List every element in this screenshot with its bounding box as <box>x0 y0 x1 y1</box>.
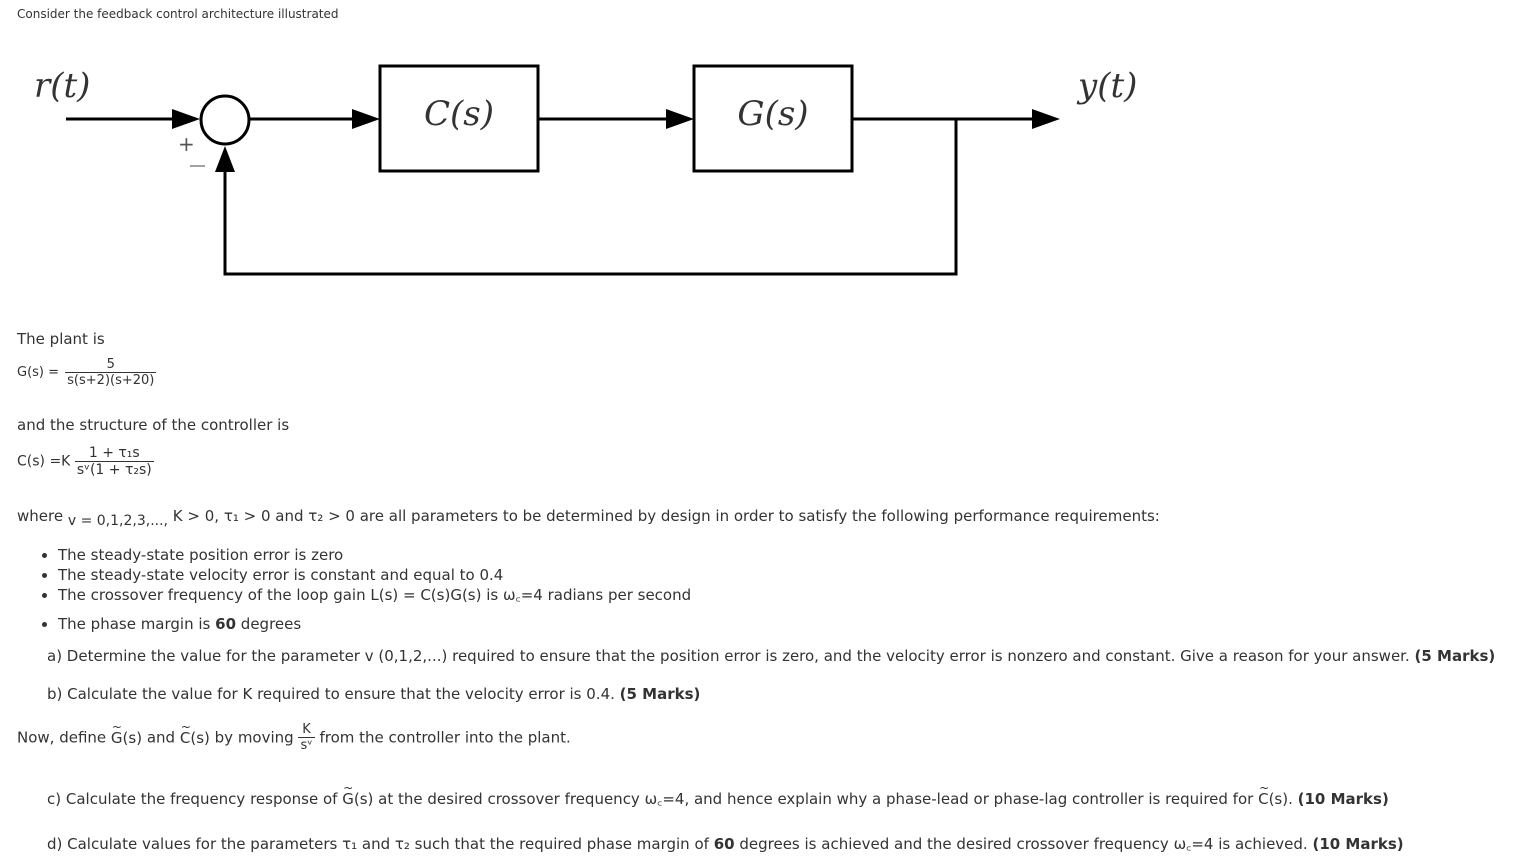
fraction-denominator: sᵛ <box>298 737 315 753</box>
requirement-item: The steady-state velocity error is const… <box>58 565 691 585</box>
fraction-numerator: K <box>302 722 311 737</box>
where-line: where v = 0,1,2,3,..., K > 0, τ₁ > 0 and… <box>17 507 1160 529</box>
question-a-text: a) Determine the value for the parameter… <box>47 647 1410 665</box>
controller-denominator: sᵛ(1 + τ₂s) <box>74 461 154 478</box>
now-define-suffix: from the controller into the plant. <box>319 728 571 747</box>
summing-junction <box>199 94 251 146</box>
question-c-c-tilde: C(s). <box>1258 781 1293 808</box>
now-define-prefix: Now, define <box>17 728 107 747</box>
where-prefix: where <box>17 507 64 525</box>
requirement-item: The crossover frequency of the loop gain… <box>58 585 691 605</box>
question-b: b) Calculate the value for K required to… <box>47 685 700 703</box>
c-tilde: C(s) <box>180 720 210 747</box>
question-c-g-tilde: G(s) <box>342 781 373 808</box>
intro-text: Consider the feedback control architectu… <box>17 7 339 21</box>
controller-fraction: 1 + τ₁s sᵛ(1 + τ₂s) <box>74 445 154 478</box>
controller-intro: and the structure of the controller is <box>17 416 290 434</box>
input-arrowhead <box>172 109 200 129</box>
where-rest: K > 0, τ₁ > 0 and τ₂ > 0 are all paramet… <box>172 507 1160 525</box>
requirement-item-phase-margin: The phase margin is 60 degrees <box>58 614 691 634</box>
question-a-marks: (5 Marks) <box>1414 647 1496 665</box>
now-define-and: and <box>146 728 176 747</box>
plant-numerator: 5 <box>106 357 115 372</box>
controller-equation: C(s) =K 1 + τ₁s sᵛ(1 + τ₂s) <box>17 445 154 478</box>
k-over-sv-fraction: K sᵛ <box>298 722 315 753</box>
plant-lhs: G(s) = <box>17 365 60 380</box>
controller-arrowhead <box>352 109 380 129</box>
now-define-by-moving: by moving <box>214 728 294 747</box>
block-diagram <box>66 64 1060 276</box>
phase-margin-text: The phase margin is <box>58 615 211 633</box>
requirement-item: The steady-state position error is zero <box>58 545 691 565</box>
question-c: c) Calculate the frequency response of G… <box>47 781 1389 809</box>
plant-fraction: 5 s(s+2)(s+20) <box>65 357 157 388</box>
question-d-prefix: d) Calculate values for the parameters τ… <box>47 835 709 853</box>
where-v-values: v = 0,1,2,3,..., <box>67 513 169 529</box>
question-c-middle: at the desired crossover frequency ω꜀=4,… <box>378 790 1254 808</box>
question-c-marks: (10 Marks) <box>1297 790 1389 808</box>
controller-numerator: 1 + τ₁s <box>88 445 140 461</box>
plant-arrowhead <box>666 109 694 129</box>
plant-intro: The plant is <box>17 330 105 348</box>
question-c-prefix: c) Calculate the frequency response of <box>47 790 338 808</box>
now-define-line: Now, define G(s) and C(s) by moving K sᵛ… <box>17 720 571 754</box>
plant-label: G(s) <box>737 94 809 134</box>
plant-equation: G(s) = 5 s(s+2)(s+20) <box>17 357 157 388</box>
phase-margin-unit: degrees <box>240 615 302 633</box>
controller-label: C(s) <box>424 94 494 134</box>
phase-margin-value: 60 <box>215 615 237 633</box>
question-d-value: 60 <box>713 835 735 853</box>
question-b-marks: (5 Marks) <box>619 685 701 703</box>
controller-lhs: C(s) =K <box>17 453 71 470</box>
g-tilde: G(s) <box>111 720 142 747</box>
controller-block <box>378 64 540 173</box>
feedback-path <box>223 119 958 276</box>
question-d-marks: (10 Marks) <box>1312 835 1404 853</box>
plus-sign: + <box>178 132 195 156</box>
question-a: a) Determine the value for the parameter… <box>47 647 1495 665</box>
output-arrowhead <box>1032 109 1060 129</box>
input-label: r(t) <box>34 66 91 106</box>
question-d-suffix: degrees is achieved and the desired cros… <box>739 835 1308 853</box>
feedback-arrowhead <box>215 146 235 172</box>
plant-denominator: s(s+2)(s+20) <box>65 372 157 388</box>
question-d: d) Calculate values for the parameters τ… <box>47 834 1404 854</box>
minus-sign: − <box>190 152 191 153</box>
question-b-text: b) Calculate the value for K required to… <box>47 685 615 703</box>
output-label: y(t) <box>1078 66 1138 106</box>
requirements-list: The steady-state position error is zero … <box>40 545 691 634</box>
